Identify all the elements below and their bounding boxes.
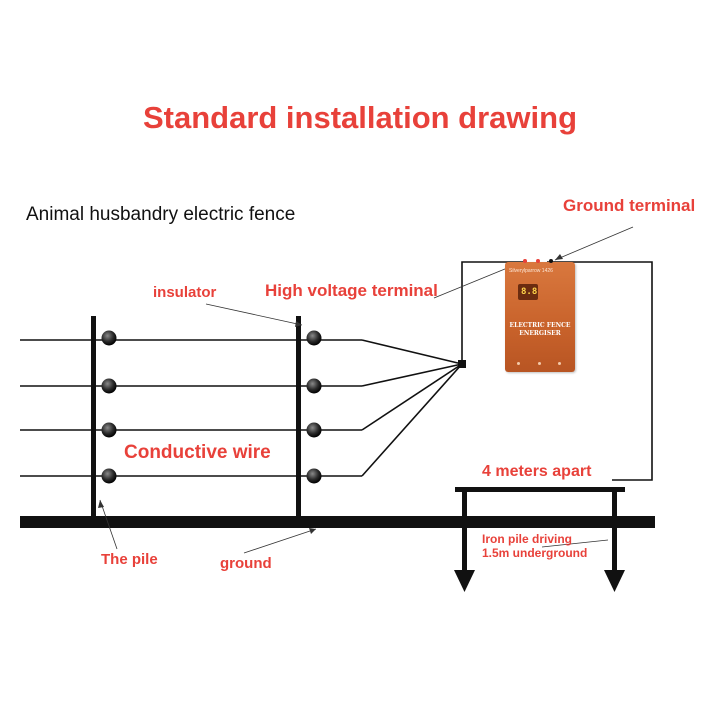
- label-four-meters-apart: 4 meters apart: [482, 463, 592, 480]
- ground-rod-left: [462, 487, 467, 573]
- terminal-middle-icon: [536, 259, 540, 263]
- leader-pile: [99, 499, 118, 550]
- fence-post-right: [296, 316, 301, 520]
- feed-2: [361, 363, 463, 387]
- ground-lead: [547, 261, 653, 481]
- label-conductive-wire: Conductive wire: [124, 442, 271, 463]
- leader-iron-pile: [541, 539, 609, 548]
- label-iron-pile-line1: Iron pile driving: [482, 532, 573, 546]
- energiser-knob-2-icon: [538, 362, 541, 365]
- insulator-r4: [306, 468, 322, 484]
- label-high-voltage-terminal: High voltage terminal: [265, 281, 438, 300]
- hv-terminal-icon: [523, 259, 527, 263]
- leader-ground-terminal: [554, 226, 634, 261]
- insulator-r1: [306, 330, 322, 346]
- feed-3: [361, 363, 463, 431]
- ground-bar: [20, 516, 655, 528]
- energiser-knob-3-icon: [558, 362, 561, 365]
- energiser-title-line2: ENERGISER: [519, 330, 561, 337]
- energiser-display-value: 8.8: [521, 287, 538, 297]
- feed-1: [361, 339, 463, 365]
- energiser-brand: Silverylparrow 1426: [509, 268, 553, 274]
- insulator-l2: [101, 378, 117, 394]
- energiser-knob-1-icon: [517, 362, 520, 365]
- junction-block: [458, 360, 466, 368]
- electric-fence-energiser: Silverylparrow 1426 8.8 ELECTRIC FENCE E…: [505, 259, 575, 372]
- insulator-l3: [101, 422, 117, 438]
- page-title: Standard installation drawing: [142, 100, 578, 135]
- insulators: [101, 330, 322, 484]
- energiser-title-line1: ELECTRIC FENCE: [509, 322, 571, 329]
- diagram-subtitle: Animal husbandry electric fence: [26, 204, 296, 225]
- insulator-l4: [101, 468, 117, 484]
- leader-lines: [99, 226, 634, 554]
- insulator-r3: [306, 422, 322, 438]
- label-the-pile: The pile: [101, 551, 158, 568]
- fence-post-left: [91, 316, 96, 520]
- label-insulator: insulator: [153, 284, 217, 301]
- arrow-ground-terminal-icon: [555, 254, 563, 260]
- ground-terminal-icon: [549, 259, 553, 263]
- insulator-l1: [101, 330, 117, 346]
- label-ground-terminal: Ground terminal: [563, 196, 696, 215]
- leader-ground: [243, 528, 317, 554]
- leader-insulator: [205, 303, 303, 326]
- insulator-r2: [306, 378, 322, 394]
- arrow-pile-icon: [98, 500, 104, 508]
- feed-4: [361, 363, 463, 477]
- arrow-insulator-icon: [295, 321, 302, 327]
- energiser-display: 8.8: [518, 284, 538, 300]
- arrow-ground-icon: [309, 528, 316, 534]
- energiser-title: ELECTRIC FENCE ENERGISER: [505, 322, 575, 338]
- label-ground: ground: [220, 555, 272, 572]
- label-iron-pile-line2: 1.5m underground: [482, 546, 588, 560]
- label-iron-pile: Iron pile driving 1.5m underground: [482, 532, 587, 560]
- ground-rod-right: [612, 487, 617, 573]
- ground-rod-left-arrow-icon: [454, 570, 475, 592]
- ground-rod-right-arrow-icon: [604, 570, 625, 592]
- ground-rod-bar: [455, 487, 625, 492]
